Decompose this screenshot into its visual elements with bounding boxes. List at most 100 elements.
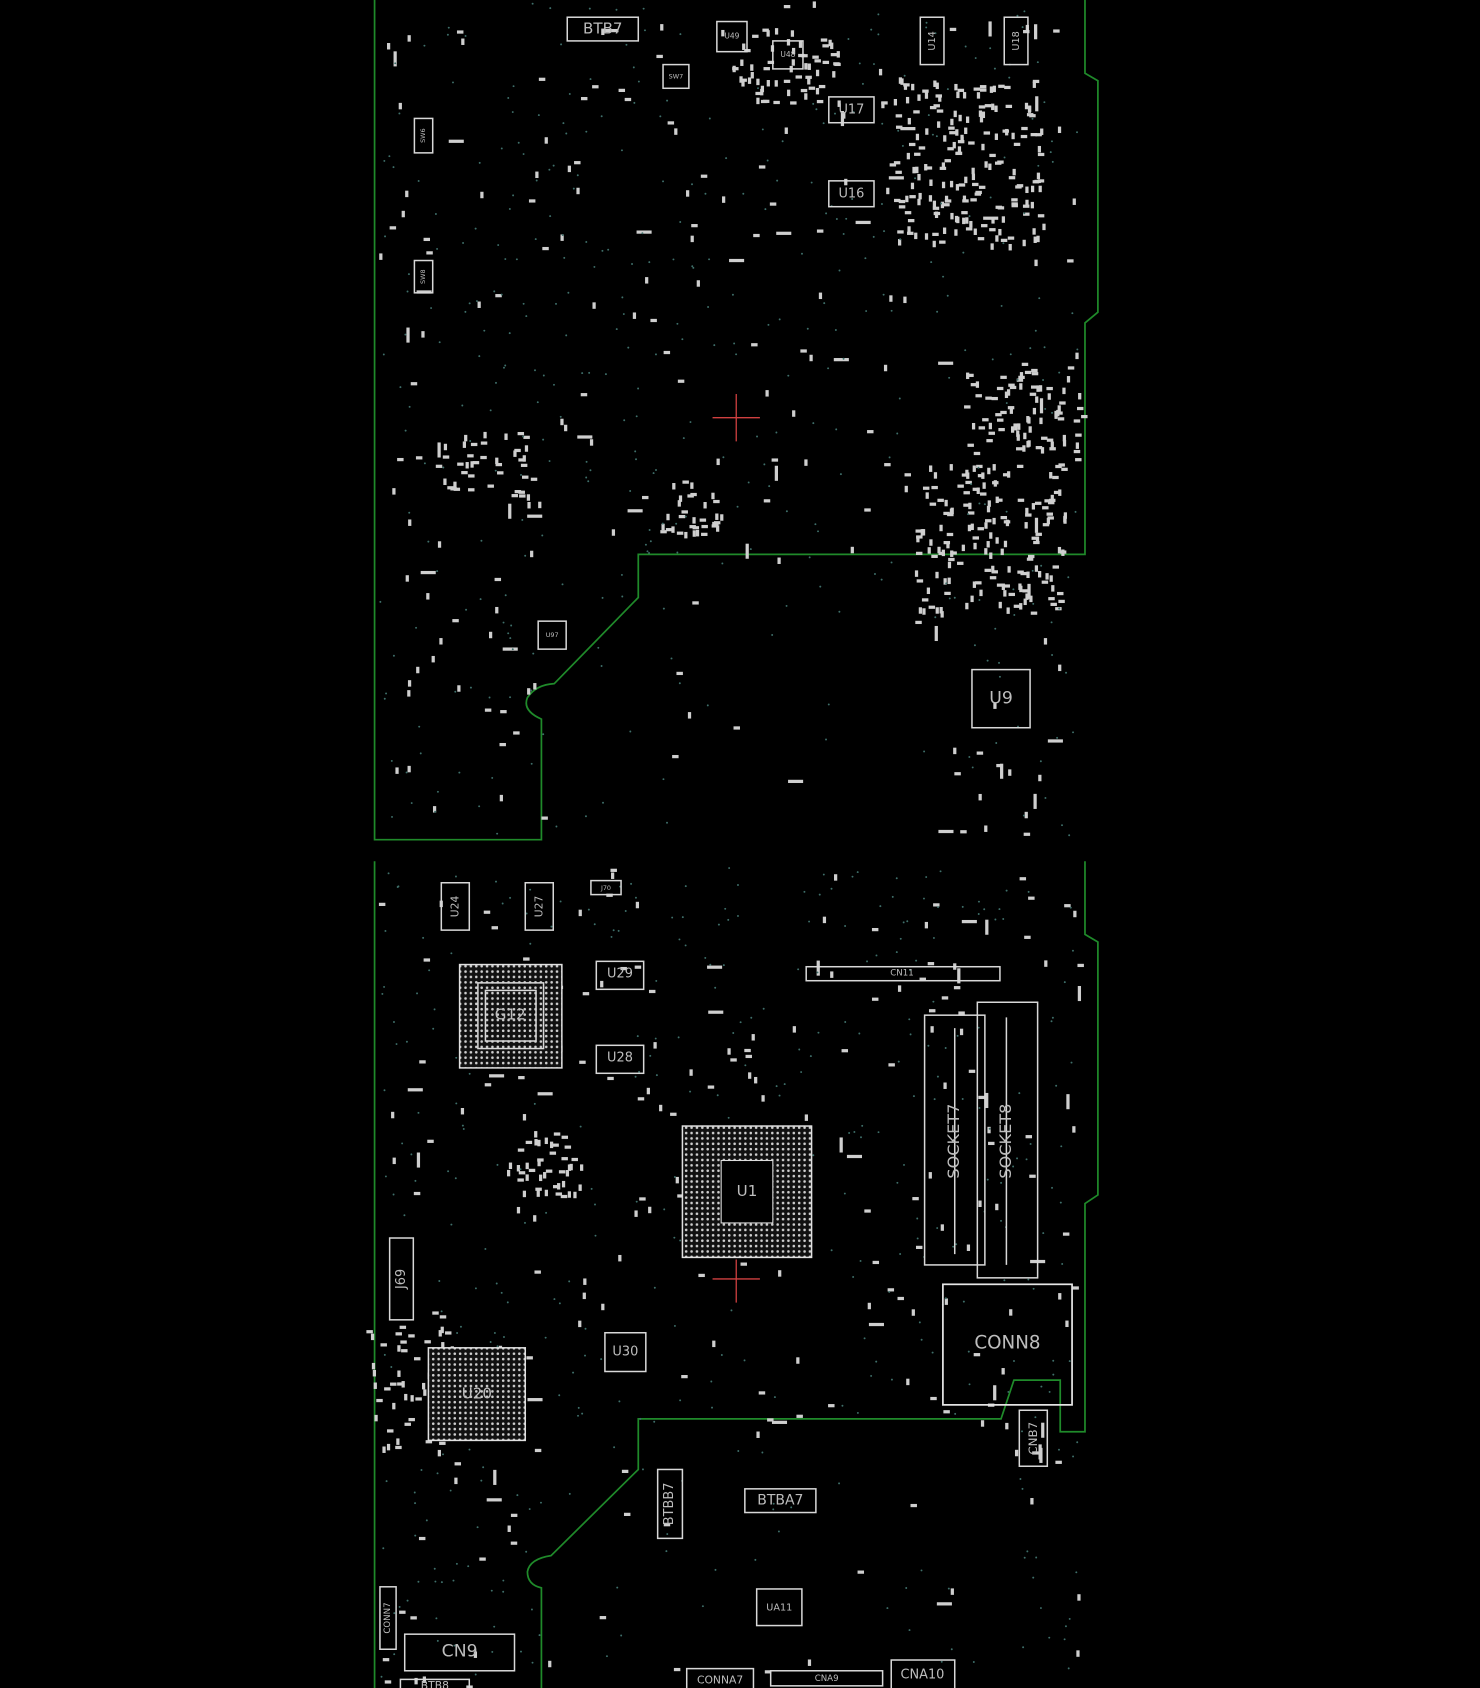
via [955,1243,958,1246]
component-u97[interactable]: U97 [537,620,567,650]
component-label: U1 [737,1182,758,1200]
component-j70[interactable]: J70 [590,879,622,896]
via [1005,402,1008,405]
smd-pad [387,1429,394,1433]
smd-pad [468,488,475,492]
smd-pad [812,1,816,8]
component-u28[interactable]: U28 [595,1044,645,1075]
via [585,476,588,479]
via [433,1008,436,1011]
component-cn11[interactable]: CN11 [805,965,1001,982]
component-sw7[interactable]: SW7 [662,63,690,90]
smd-pad [975,381,980,388]
smd-pad [987,467,991,475]
component-j69[interactable]: J69 [388,1237,415,1321]
via [1043,346,1046,349]
via [642,7,645,10]
via [809,1055,812,1058]
via [810,181,813,184]
component-u9[interactable]: U9 [971,668,1031,729]
via [1067,576,1070,579]
component-btb8[interactable]: BTB8 [399,1678,471,1688]
component-ua11[interactable]: UA11 [755,1588,803,1627]
smd-pad [472,461,480,465]
component-cnb7[interactable]: CNB7 [1018,1409,1049,1467]
component-btbb7[interactable]: BTBB7 [656,1468,684,1540]
smd-pad [514,490,522,494]
via [1051,411,1054,414]
smd-pad [1032,180,1040,184]
via [947,1587,950,1590]
component-btb7[interactable]: BTB7 [566,16,640,42]
component-cn9[interactable]: CN9 [403,1633,516,1672]
component-u18[interactable]: U18 [1003,16,1029,66]
component-label: U17 [838,102,864,117]
component-sw6[interactable]: SW6 [413,117,434,154]
via [519,1168,522,1171]
smd-pad [807,63,811,70]
smd-pad [989,576,997,580]
component-u14[interactable]: U14 [919,16,945,66]
smd-pad [576,187,580,195]
component-conn7[interactable]: CONN7 [379,1586,397,1650]
smd-pad [618,88,626,92]
via [480,1479,483,1482]
smd-pad [1042,523,1050,527]
component-conna7[interactable]: CONNA7 [685,1667,755,1688]
smd-pad [991,103,995,111]
smd-pad [976,464,983,469]
smd-pad [937,546,941,554]
smd-pad [1044,499,1051,503]
via [550,925,553,928]
via [601,249,604,252]
component-u20[interactable]: U20 [427,1347,527,1442]
via [1037,164,1040,167]
component-cna10[interactable]: CNA10 [890,1659,956,1688]
smd-pad [947,561,952,569]
smd-pad [762,99,770,103]
smd-pad [560,418,564,426]
component-btba7[interactable]: BTBA7 [744,1488,817,1514]
component-sw8[interactable]: SW8 [413,259,434,294]
component-u29[interactable]: U29 [595,960,645,991]
smd-pad [573,1191,577,1199]
component-g12[interactable]: G12 [458,963,563,1069]
smd-pad [398,102,402,110]
smd-pad [426,251,433,255]
component-u27[interactable]: U27 [524,882,555,931]
via [537,114,540,117]
smd-pad [893,98,898,106]
smd-pad [998,601,1002,609]
component-u49[interactable]: U49 [716,20,748,53]
smd-pad [1049,447,1056,451]
component-u1-cpu[interactable]: U1 [681,1125,813,1259]
component-socket8[interactable]: SOCKET8 [976,1001,1039,1279]
smd-pad [964,405,971,409]
component-u48[interactable]: U48 [772,40,804,70]
smd-pad [599,1616,607,1620]
via [743,1359,746,1362]
smd-pad [1041,436,1048,440]
smd-pad [1016,434,1020,441]
via [594,1203,596,1206]
via [864,257,867,260]
via [390,759,393,762]
via [403,1214,406,1217]
via [897,129,900,132]
via [538,1634,541,1637]
via [646,550,649,553]
component-cna9[interactable]: CNA9 [769,1670,884,1687]
component-conn8[interactable]: CONN8 [942,1283,1073,1406]
component-u16[interactable]: U16 [828,180,875,208]
component-socket7[interactable]: SOCKET7 [923,1014,986,1266]
via [1071,312,1074,315]
smd-pad [727,1048,731,1055]
via [1067,1667,1070,1670]
via [888,456,891,459]
component-u30[interactable]: U30 [604,1331,647,1373]
component-u24[interactable]: U24 [440,882,471,931]
component-u17[interactable]: U17 [828,96,875,124]
smd-pad [366,1330,373,1334]
smd-pad [941,181,946,189]
